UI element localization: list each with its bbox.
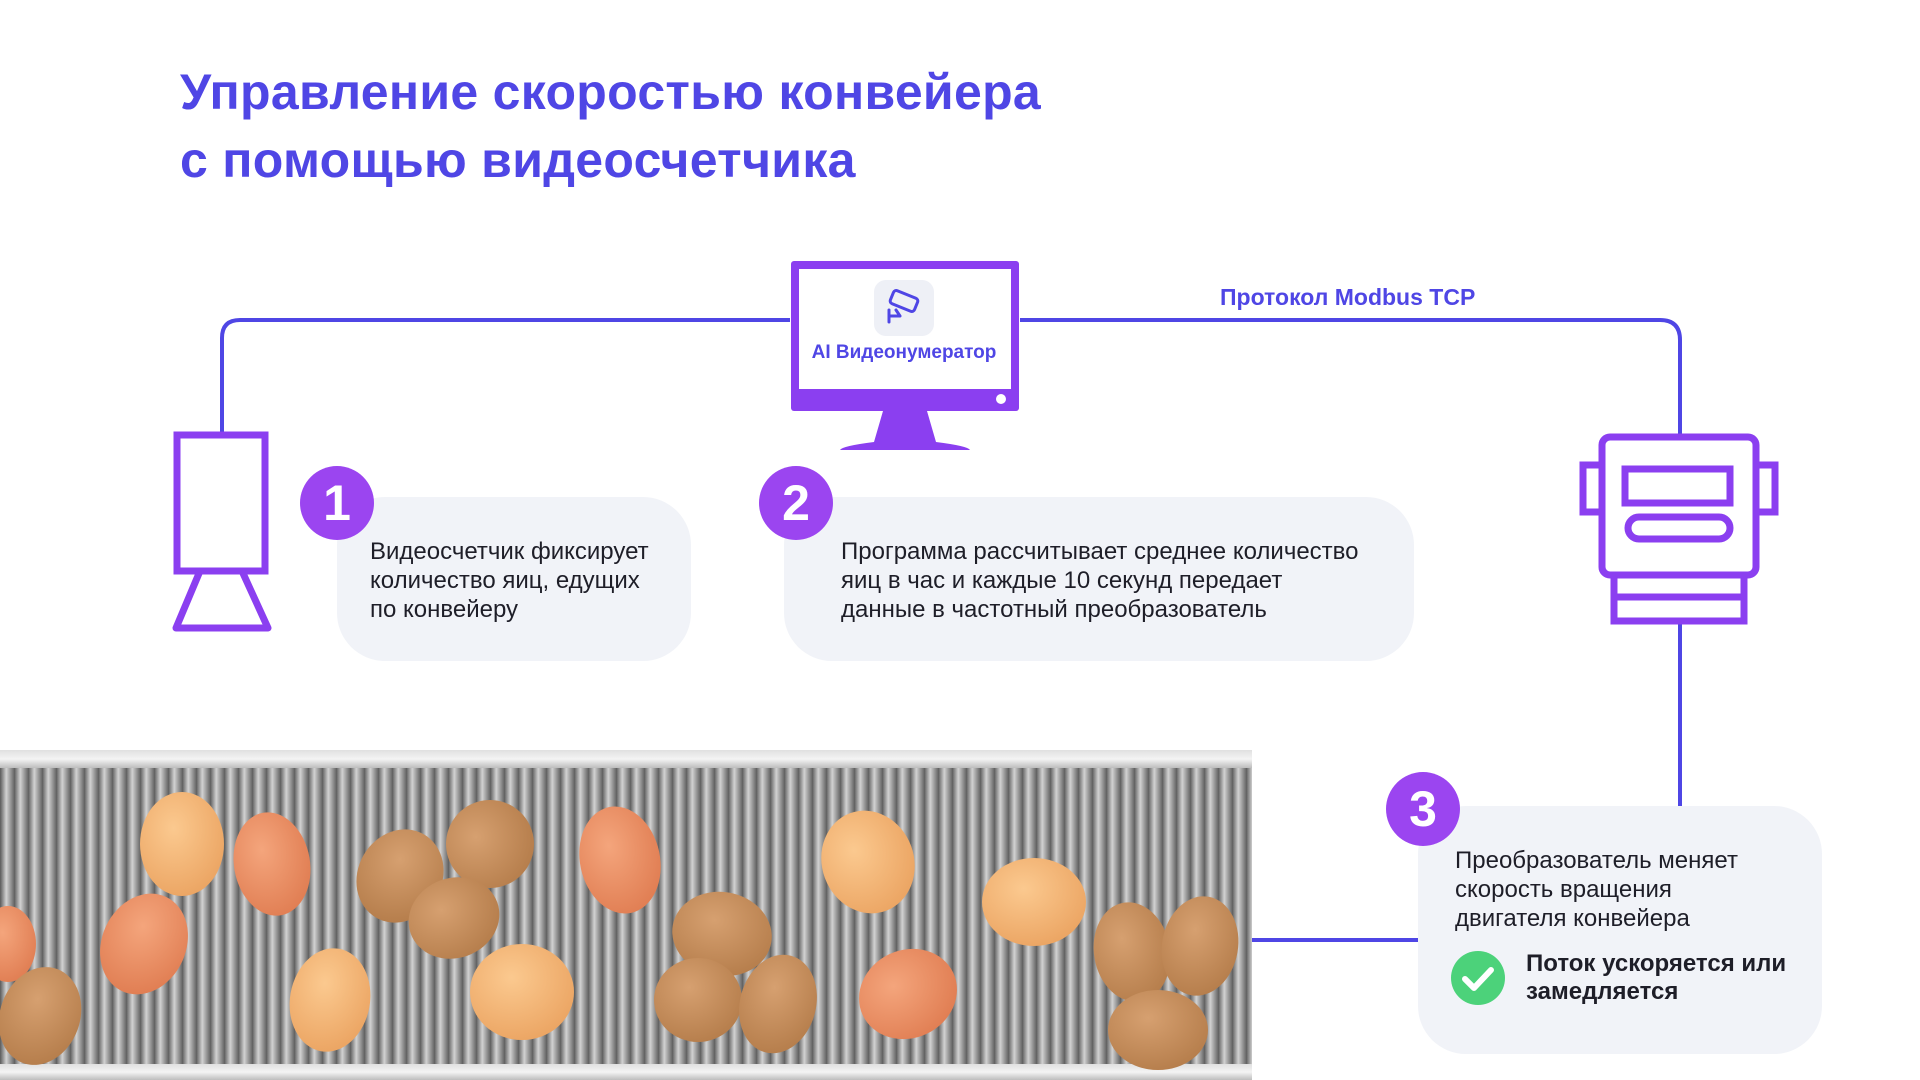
page-title-line2: с помощью видеосчетчика xyxy=(180,132,856,188)
result-row: Поток ускоряется или замедляется xyxy=(1450,950,1786,1006)
page-title-line1: Управление скоростью конвейера xyxy=(180,64,1042,120)
step-3-text: Преобразователь меняет скорость вращения… xyxy=(1455,847,1738,932)
cctv-camera-icon xyxy=(874,280,934,336)
result-text: Поток ускоряется или замедляется xyxy=(1526,950,1787,1005)
video-counter-icon xyxy=(172,431,272,632)
step-3-card: Преобразователь меняет скорость вращения… xyxy=(1418,806,1822,1054)
eggs xyxy=(0,792,1239,1070)
step-2-text: Программа рассчитывает среднее количеств… xyxy=(841,538,1359,623)
protocol-label: Протокол Modbus TCP xyxy=(1220,284,1476,310)
step-2-card: Программа рассчитывает среднее количеств… xyxy=(784,497,1414,661)
step-1-badge: 1 xyxy=(300,466,374,540)
check-icon xyxy=(1451,951,1505,1005)
monitor-to-converter-line xyxy=(1020,318,1682,438)
conveyor-belt-image xyxy=(0,750,1252,1080)
camera-to-monitor-line xyxy=(220,318,790,433)
step-3-badge: 3 xyxy=(1386,772,1460,846)
frequency-converter-icon xyxy=(1579,433,1779,625)
monitor-label: AI Видеонумератор xyxy=(811,342,997,363)
step-1-card: Видеосчетчик фиксирует количество яиц, е… xyxy=(337,497,691,661)
step-1-text: Видеосчетчик фиксирует количество яиц, е… xyxy=(370,538,649,623)
step-2-badge: 2 xyxy=(759,466,833,540)
page-title: Управление скоростью конвейера с помощью… xyxy=(180,58,1041,194)
